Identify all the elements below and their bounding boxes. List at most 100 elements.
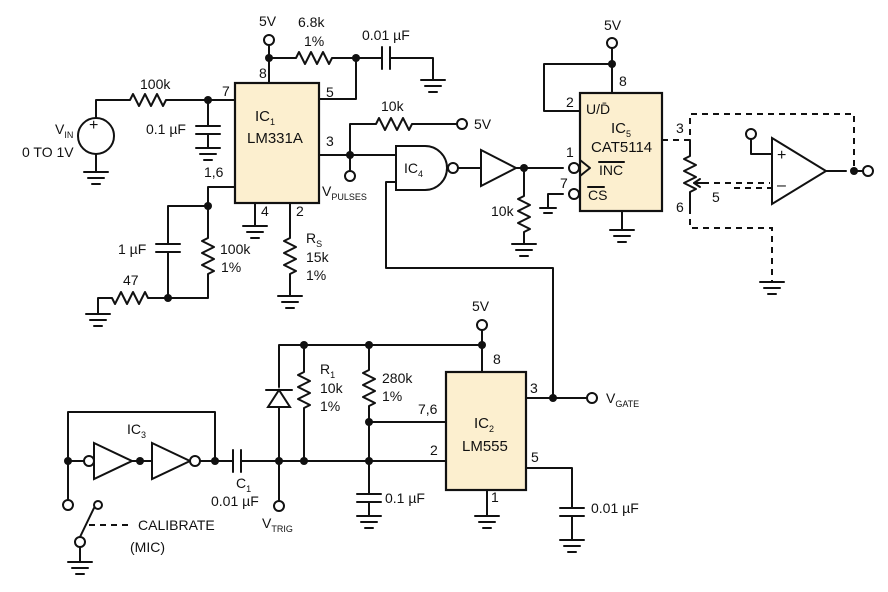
diode [266,388,292,408]
ic1-pin-2: 2 [296,203,304,219]
mic-label: (MIC) [130,539,165,555]
ic4-num: 4 [418,169,423,179]
c1-val: 0.01 µF [211,493,259,509]
vgate-label: V [606,390,616,406]
ic5-pin-7: 7 [560,175,568,191]
ic3-name: IC [127,421,141,437]
ic2-pin-5: 5 [531,449,539,465]
vpulses-label: V [322,183,332,199]
vin-source: + VIN 0 TO 1V 100k 0.1 µF [22,76,236,185]
ic5-cs: CS [588,187,607,203]
buffer-gate [480,148,519,188]
ic2-supply-label: 5V [472,298,490,314]
ic5-name: IC [611,120,626,137]
ic2-pin-3: 3 [530,380,538,396]
ic3-trigger-chain: IC3 C1 0.01 µF CALIBRATE (MIC) [62,411,259,575]
c-01-in-label: 0.1 µF [146,121,186,137]
ic5-cat5114: U/D̄ IC5 CAT5114 INC CS 5V 8 2 1 7 [539,17,664,243]
vin-sub: IN [64,130,73,140]
svg-text:VPULSES: VPULSES [322,183,367,202]
vpulses-sub: PULSES [331,192,367,202]
ic2-lm555: IC2 LM555 8 7,6 2 3 5 1 5V R1 10k 1% 280… [250,298,639,553]
pot-pin-3: 3 [676,120,684,136]
ic2-name: IC [474,415,489,432]
r1-sub: 1 [330,370,335,380]
ic3-inverter-1 [93,441,135,481]
r-100k-lo-tol: 1% [221,259,241,275]
r-100k-in-label: 100k [140,76,171,92]
ic5-inc: INC [599,162,623,178]
ic5-pin-1: 1 [566,144,574,160]
ic1-pin-3: 3 [326,133,334,149]
calibrate-label: CALIBRATE [138,517,215,533]
svg-text:IC3: IC3 [127,421,146,440]
svg-text:IC2: IC2 [474,415,494,434]
ic5-supply-terminal [606,37,618,49]
ic1-pin-5: 5 [326,84,334,100]
ic1-part: LM331A [247,130,303,147]
ic1-pin-4: 4 [261,203,269,219]
r1-tol: 1% [320,398,340,414]
ic1-pin-8: 8 [259,65,267,81]
vtrig-terminal [273,500,285,512]
ic3-inverter-2 [151,441,193,481]
ic2-num: 2 [489,424,494,434]
ic2-pin-8: 8 [493,351,501,367]
ic3-num: 3 [141,430,146,440]
ic1-supply-network: 5V 6.8k 1% 0.01 µF [259,13,446,100]
r1-val: 10k [320,380,344,396]
svg-text:VGATE: VGATE [606,390,639,409]
svg-text:C1: C1 [236,475,251,494]
ic1-num: 1 [270,117,275,127]
vtrig-sub: TRIG [271,524,293,534]
c1-sub: 1 [246,484,251,494]
vin-label: V [55,121,65,137]
ic2-pin-1: 1 [491,489,499,505]
svg-text:VIN: VIN [55,121,73,140]
r-47-label: 47 [123,272,139,288]
pullup-5v-label: 5V [474,116,492,132]
ic4-gate-chain: IC4 10k [385,145,564,399]
svg-text:IC1: IC1 [255,108,275,127]
ic5-part: CAT5114 [591,139,652,156]
svg-text:RS: RS [306,230,322,249]
r1-label: R [320,361,330,377]
rs-sub: S [316,239,322,249]
r-10k-pull-label: 10k [381,98,405,114]
ic5-ud: U/D̄ [586,101,610,117]
c-001-top-label: 0.01 µF [362,27,410,43]
r-6k8-tol: 1% [304,33,324,49]
ic1-timing-network: 1 µF 100k 1% 47 RS 15k 1% [85,186,330,327]
vin-range: 0 TO 1V [22,144,74,160]
ic1-lm331a: IC1 LM331A 7 8 5 3 1,6 4 2 [204,65,334,219]
vgate-terminal [586,392,598,404]
ic5-pin-2: 2 [566,94,574,110]
vpulses-node: 5V 10k VPULSES [318,98,492,202]
ic2-part: LM555 [462,438,508,455]
svg-text:R1: R1 [320,361,335,380]
rs-label: R [306,230,316,246]
svg-text:+: + [89,117,98,134]
ic4-nand-gate [395,145,448,191]
pot-pin-6: 6 [676,199,684,215]
svg-text:IC5: IC5 [611,120,631,139]
ic2-pin-7-6: 7,6 [418,401,438,417]
opamp-plus: + [777,147,786,164]
supply-top-label: 5V [259,13,277,29]
ic1-name: IC [255,108,270,125]
ic4-name: IC [404,160,418,176]
ic2-pin-2: 2 [430,442,438,458]
vgate-sub: GATE [615,399,639,409]
rs-tol: 1% [306,267,326,283]
c-1uf-label: 1 µF [118,241,146,257]
opamp [771,136,828,206]
vtrig-label: V [262,515,272,531]
ic5-supply-label: 5V [604,17,622,33]
c-001-lo-label: 0.01 µF [591,500,639,516]
ic5-num: 5 [626,129,631,139]
ic1-pin-1-6: 1,6 [204,164,224,180]
ic2-supply-terminal [476,319,488,331]
vpulses-terminal [344,170,356,182]
svg-text:IC4: IC4 [404,160,423,179]
